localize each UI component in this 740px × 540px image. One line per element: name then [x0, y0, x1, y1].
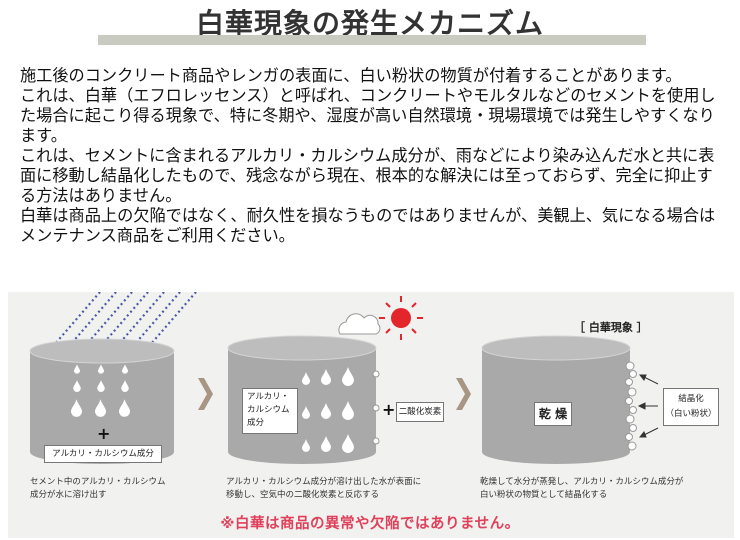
- paragraph-2: これは、白華（エフロレッセンス）と呼ばれ、コンクリートやモルタルなどのセメントを…: [20, 86, 716, 145]
- page-title: 白華現象の発生メカニズム: [195, 7, 544, 40]
- plus-sign: +: [382, 400, 396, 419]
- efflorescence-heading: ［ 白華現象 ］: [574, 321, 648, 334]
- cylinder-3: [481, 335, 631, 464]
- sun-icon: [379, 296, 423, 340]
- paragraph-3: これは、セメントに含まれるアルカリ・カルシウム成分が、雨などにより染み込んだ水と…: [20, 146, 715, 205]
- paragraph-1: 施工後のコンクリート商品やレンガの表面に、白い粉状の物質が付着することがあります…: [20, 66, 682, 85]
- dry-label: 乾 燥: [534, 402, 572, 426]
- mechanism-diagram: + アルカリ・カルシウム成分 セメント中のアルカリ・カルシウム 成分が水に溶け出…: [8, 292, 734, 538]
- arrow-right-icon: [198, 378, 213, 410]
- co2-label: 二酸化炭素: [396, 402, 444, 422]
- surface-bumps-2: [372, 370, 380, 445]
- alkali-calcium-inner-label: アルカリ・ カルシウム 成分: [242, 388, 298, 434]
- diagram-graphics: [29, 292, 659, 464]
- step1-caption: セメント中のアルカリ・カルシウム 成分が水に溶け出す: [30, 477, 166, 500]
- crystal-pointer-arrows: [637, 374, 659, 438]
- title-underline: [98, 35, 646, 45]
- arrow-right-icon: [456, 378, 471, 410]
- description-text: 施工後のコンクリート商品やレンガの表面に、白い粉状の物質が付着することがあります…: [20, 66, 726, 246]
- cylinder-2: [227, 335, 377, 464]
- crystallization-label: 結晶化 （白い粉状）: [663, 388, 719, 426]
- disclaimer-note: ※白華は商品の異常や欠陥ではありません。: [220, 516, 520, 532]
- step3-caption: 乾燥して水分が蒸発し、アルカリ・カルシウム成分が 白い粉状の物質として結晶化する: [480, 477, 684, 500]
- cloud-icon: [338, 313, 381, 335]
- plus-sign: +: [97, 424, 111, 443]
- step2-caption: アルカリ・カルシウム成分が溶け出した水が表面に 移動し、空気中の二酸化炭素と反応…: [226, 477, 422, 500]
- alkali-calcium-label: アルカリ・カルシウム成分: [44, 445, 162, 463]
- paragraph-4: 白華は商品上の欠陥ではなく、耐久性を損なうものではありませんが、美観上、気になる…: [20, 206, 716, 245]
- crystal-bumps: [625, 361, 637, 451]
